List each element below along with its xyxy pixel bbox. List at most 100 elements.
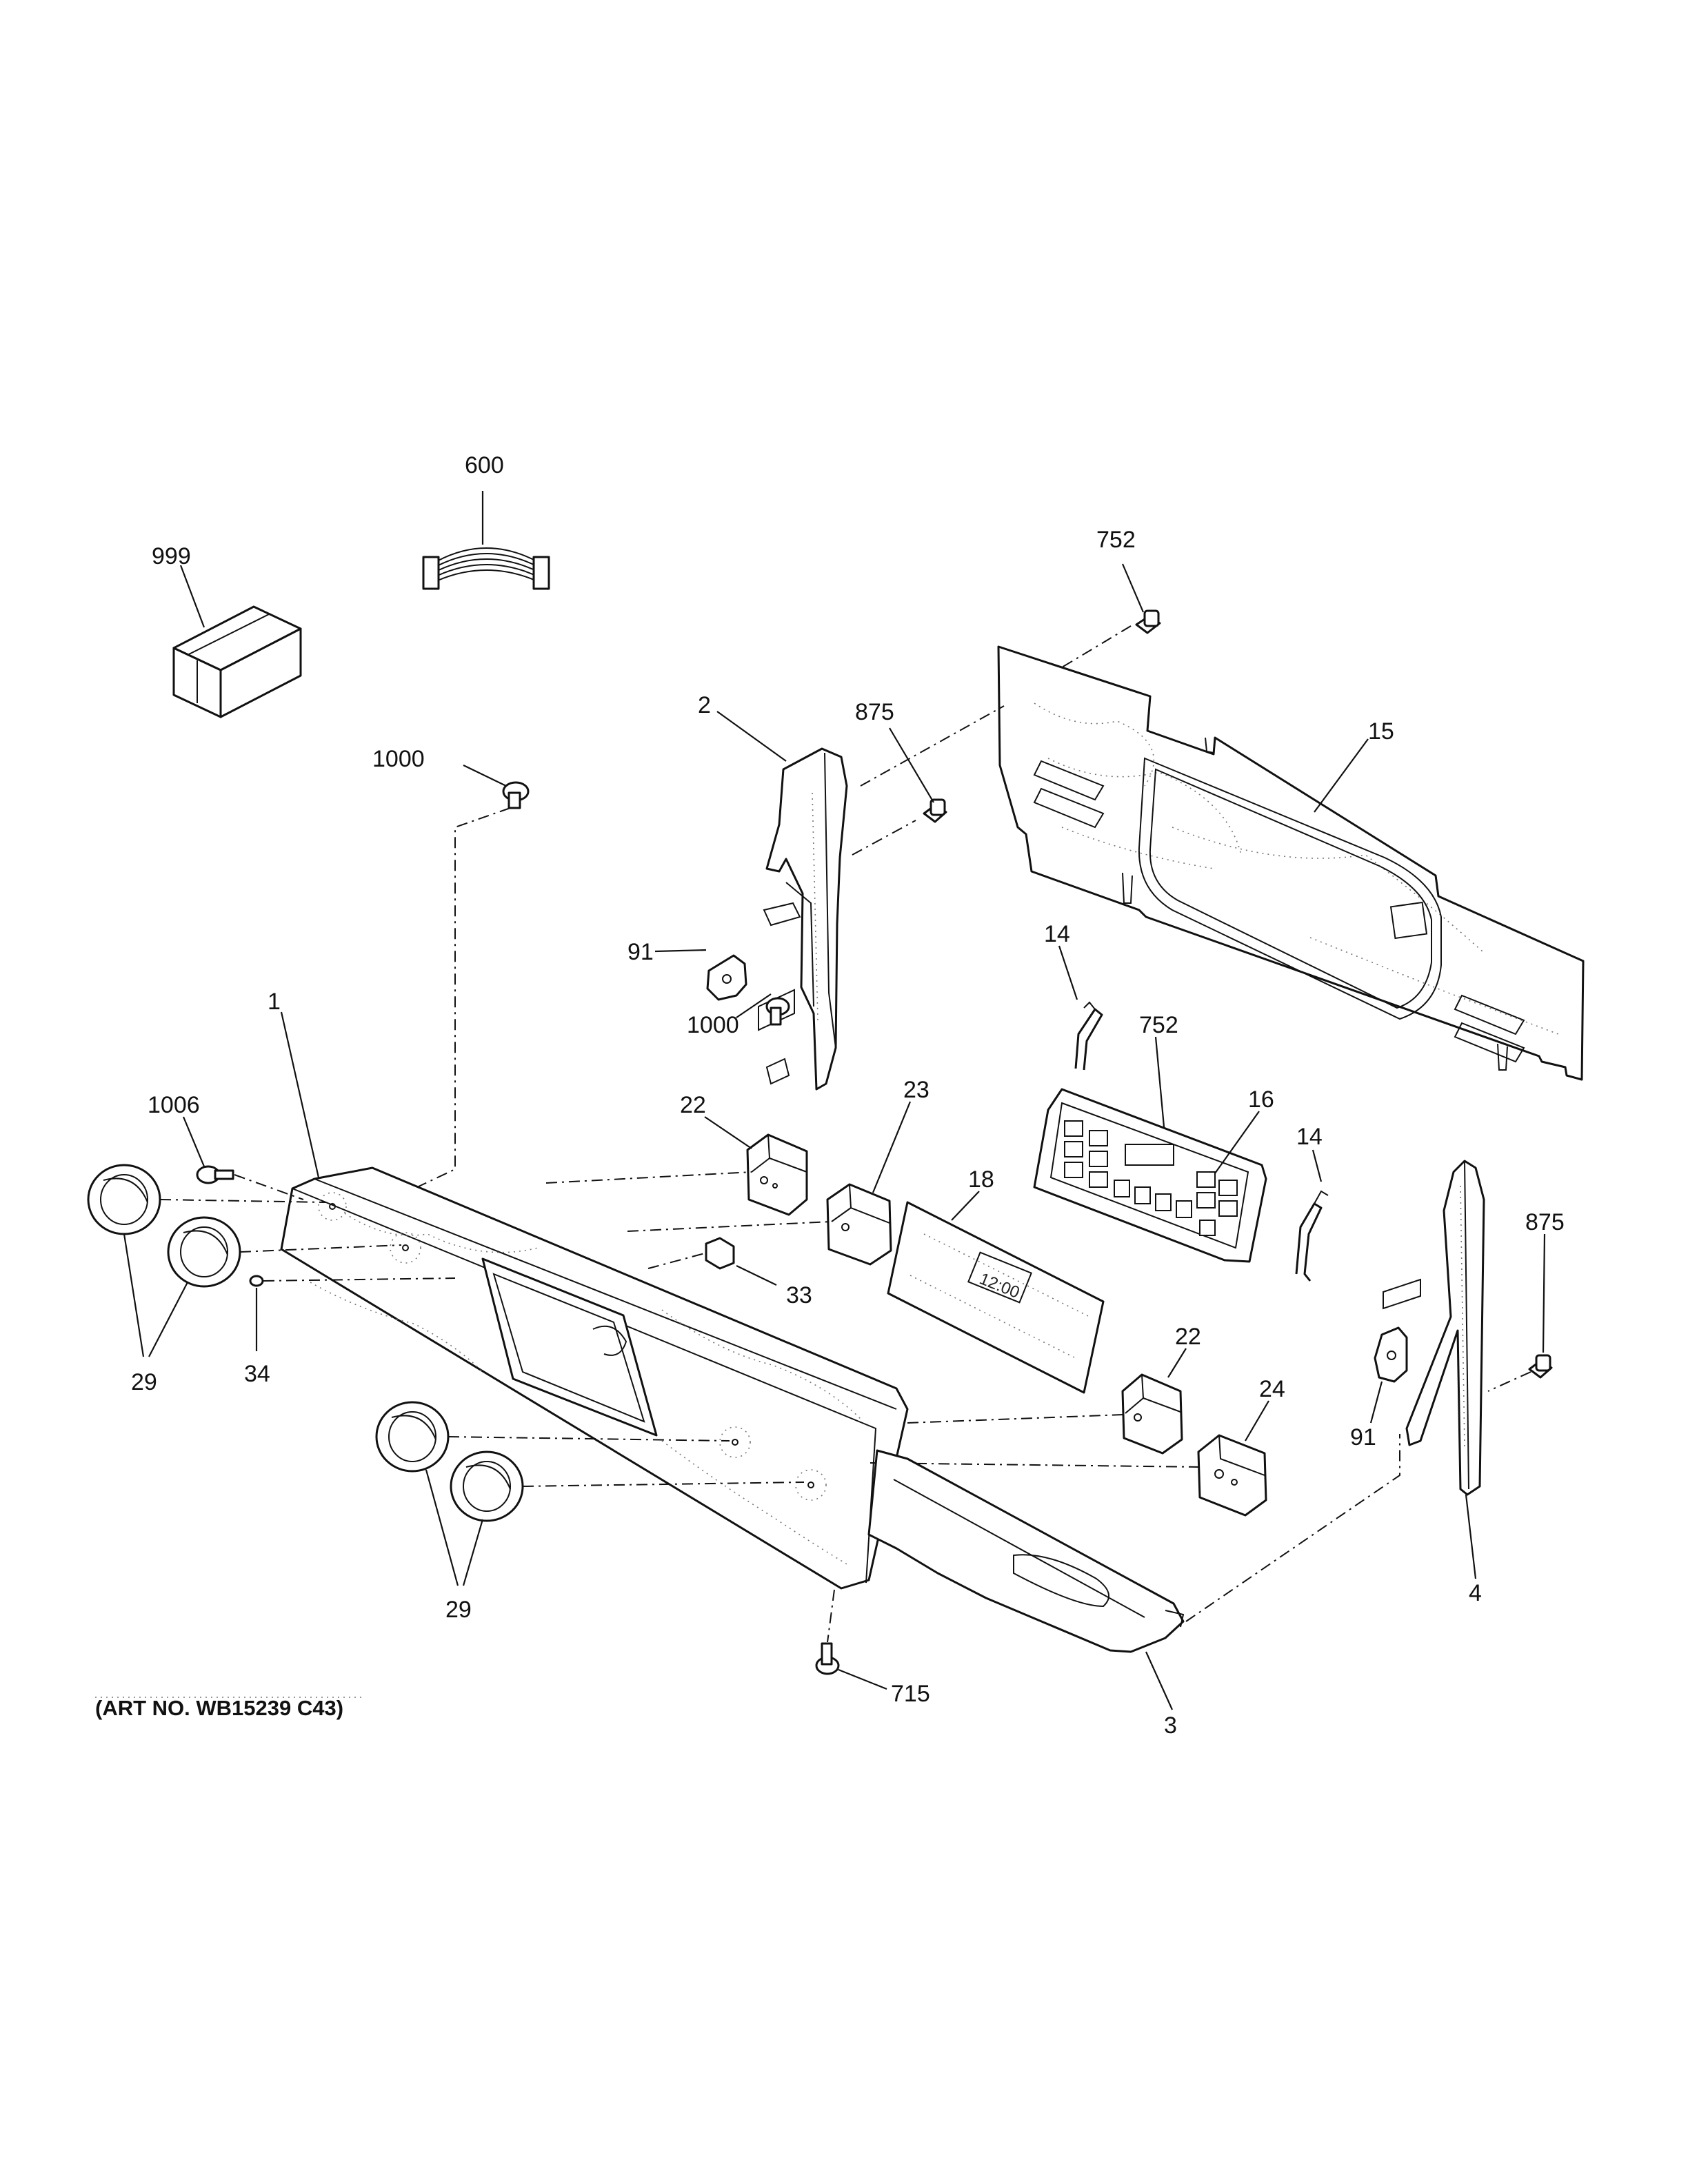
part-1-control-panel: [280, 1166, 909, 1590]
callout-752-mid: 752: [1139, 1012, 1178, 1038]
leader-875-right: [1542, 1233, 1546, 1353]
art-number: (ART NO. WB15239 C43): [95, 1696, 343, 1720]
leader-4: [1465, 1494, 1477, 1579]
leader-23: [872, 1101, 912, 1193]
part-752-screw: [1135, 609, 1161, 634]
dash-knob-c: [448, 1436, 730, 1442]
leader-18: [951, 1191, 980, 1221]
callout-4: 4: [1469, 1580, 1482, 1606]
leader-715: [838, 1668, 887, 1690]
leader-875-top: [889, 727, 934, 803]
callout-875-top: 875: [855, 699, 894, 725]
part-33-indicator: [705, 1237, 735, 1270]
leader-29a-2: [148, 1282, 188, 1357]
callout-29-upper: 29: [131, 1369, 157, 1395]
callout-3: 3: [1164, 1712, 1177, 1739]
part-29-knob-b: [167, 1216, 241, 1288]
leader-752-top: [1121, 563, 1145, 613]
leader-91-left: [654, 949, 707, 953]
callout-18: 18: [968, 1166, 994, 1193]
callout-752-top: 752: [1096, 527, 1136, 553]
part-29-knob-a: [87, 1164, 161, 1235]
leader-16: [1214, 1111, 1260, 1174]
callout-29-lower: 29: [445, 1597, 472, 1623]
part-91-clip-right: [1374, 1326, 1408, 1383]
leader-3: [1145, 1651, 1174, 1710]
leader-29b-2: [462, 1519, 484, 1586]
leader-15: [1314, 738, 1369, 813]
leader-33: [736, 1265, 777, 1286]
part-1000-screw-bracket: [765, 997, 790, 1026]
part-34-pin: [249, 1275, 264, 1287]
callout-34: 34: [244, 1361, 270, 1387]
dash-875-right: [1487, 1371, 1531, 1392]
leader-29b-1: [425, 1469, 459, 1586]
part-1000-screw-top: [502, 781, 530, 809]
part-16-control-board: [1033, 1088, 1267, 1263]
callout-22-upper: 22: [680, 1092, 706, 1118]
leader-22-upper: [704, 1116, 752, 1149]
part-22-switch-upper: [746, 1133, 808, 1216]
dash-knob-b: [239, 1244, 402, 1253]
part-18-overlay: [887, 1201, 1105, 1394]
leader-2: [716, 711, 787, 762]
callout-23: 23: [903, 1077, 930, 1103]
callout-1006: 1006: [148, 1092, 200, 1118]
leader-14-left: [1058, 945, 1078, 1000]
dash-23: [627, 1221, 832, 1232]
callout-2: 2: [698, 692, 711, 718]
callout-16: 16: [1248, 1086, 1274, 1113]
part-15-back-panel: [997, 645, 1585, 1081]
part-715-screw: [815, 1642, 840, 1675]
leader-1000-top: [463, 765, 507, 787]
leader-29a-1: [123, 1233, 145, 1357]
callout-1000-bracket: 1000: [687, 1012, 739, 1038]
callout-24: 24: [1259, 1376, 1285, 1402]
callout-33: 33: [786, 1282, 812, 1308]
part-14-bracket-right: [1295, 1190, 1329, 1282]
part-875-screw: [923, 798, 947, 823]
leader-1000-bracket: [736, 993, 772, 1018]
leader-1006: [182, 1116, 205, 1167]
callout-1000-top: 1000: [372, 746, 425, 772]
dash-2-to-15: [860, 705, 1005, 787]
leader-24: [1245, 1400, 1269, 1442]
part-999-box: [172, 605, 302, 718]
callout-875-right: 875: [1525, 1209, 1565, 1235]
part-4-right-side-bracket: [1383, 1160, 1485, 1496]
leader-999: [179, 565, 205, 628]
dash-752-top: [1061, 625, 1132, 668]
callout-22-lower: 22: [1175, 1324, 1201, 1350]
dash-knob-a: [159, 1199, 326, 1203]
leader-22-lower: [1167, 1348, 1187, 1378]
leader-1: [280, 1011, 320, 1178]
dash-22-lower: [907, 1414, 1125, 1424]
callout-14-left: 14: [1044, 921, 1070, 947]
dash-24: [870, 1462, 1202, 1468]
dash-875-top: [852, 820, 916, 856]
leader-91-right: [1369, 1381, 1383, 1424]
callout-91-left: 91: [627, 939, 654, 965]
part-29-knob-c: [375, 1401, 450, 1473]
callout-1: 1: [268, 989, 281, 1015]
dash-knob-d: [522, 1482, 805, 1487]
dash-3-to-4: [1185, 1434, 1400, 1622]
dash-33: [647, 1253, 705, 1269]
part-875-screw-right: [1528, 1354, 1553, 1379]
part-22-switch-lower: [1121, 1373, 1183, 1455]
leader-752-mid: [1154, 1036, 1167, 1142]
leader-14-right: [1312, 1149, 1323, 1182]
callout-715: 715: [891, 1681, 930, 1707]
part-2-left-side-bracket: [758, 747, 848, 1091]
part-14-bracket-left: [1074, 1001, 1103, 1071]
part-23-switch: [826, 1183, 892, 1266]
dash-22-upper: [545, 1171, 752, 1184]
part-24-switch: [1197, 1434, 1267, 1517]
part-29-knob-d: [450, 1450, 524, 1522]
dash-34: [263, 1277, 456, 1282]
part-1006-screw: [196, 1165, 234, 1184]
callout-15: 15: [1368, 718, 1394, 745]
callout-600: 600: [465, 452, 504, 478]
callout-999: 999: [152, 543, 191, 569]
